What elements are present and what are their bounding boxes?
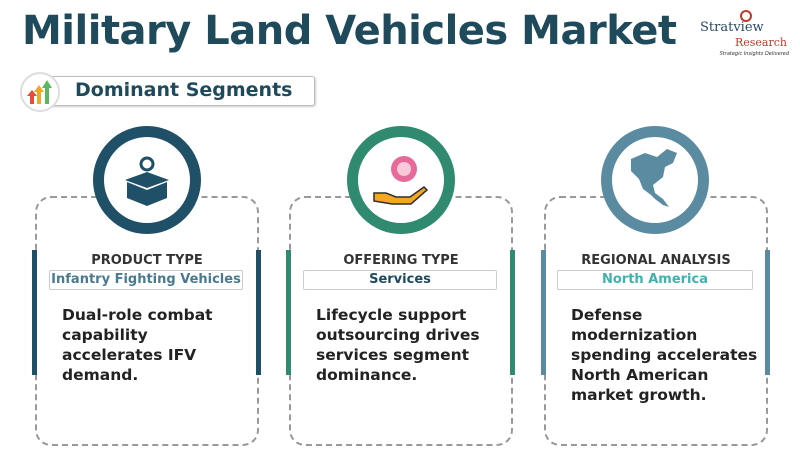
box-gear-icon [93,126,201,234]
logo-magnifier-icon [740,10,752,22]
hand-gear-icon [347,126,455,234]
section-title: Dominant Segments [75,79,293,101]
stratview-logo: Stratview Research Strategic Insights De… [700,8,795,63]
card-accent-bar [765,250,770,375]
card-accent-bar [256,250,261,375]
card-description: Dual-role combat capability accelerates … [62,306,213,384]
card-description: Defense modernization spending accelerat… [571,306,758,404]
card-heading: REGIONAL ANALYSIS [581,253,731,268]
page-title: Military Land Vehicles Market [22,8,677,54]
logo-sub: Research [734,36,787,49]
card-heading: PRODUCT TYPE [91,253,203,268]
card-value: Infantry Fighting Vehicles [49,270,243,290]
card-accent-bar [286,250,291,375]
card-accent-bar [510,250,515,375]
card-value: Services [303,270,497,290]
card-accent-bar [541,250,546,375]
logo-name: Stratview [700,20,764,35]
section-header: Dominant Segments [20,72,315,112]
north-america-map-icon [601,126,709,234]
card-heading: OFFERING TYPE [343,253,459,268]
card-value: North America [557,270,753,290]
logo-tagline: Strategic Insights Delivered [719,51,789,57]
card-description: Lifecycle support outsourcing drives ser… [316,306,480,384]
card-accent-bar [32,250,37,375]
growth-arrows-icon [20,72,60,112]
